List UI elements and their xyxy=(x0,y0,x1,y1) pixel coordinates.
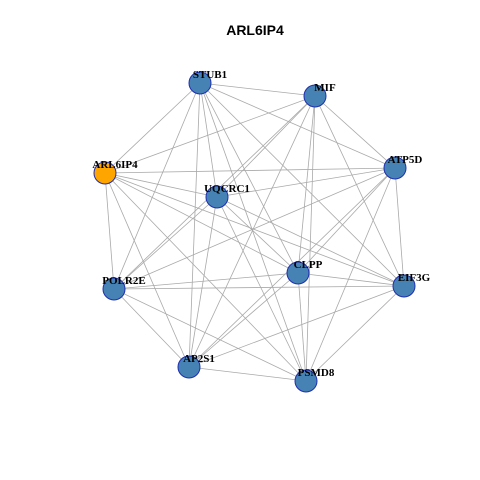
node-mif[interactable]: MIF xyxy=(303,82,336,108)
edge-mif-arl6ip4 xyxy=(104,95,316,174)
edge-arl6ip4-eif3g xyxy=(104,172,405,287)
edge-clpp-polr2e xyxy=(113,272,299,290)
edge-uqcrc1-ap2s1 xyxy=(188,196,218,368)
edge-atp5d-psmd8 xyxy=(305,167,396,382)
node-label: PSMD8 xyxy=(298,367,335,379)
edge-uqcrc1-clpp xyxy=(216,196,299,274)
edge-ap2s1-psmd8 xyxy=(188,366,307,382)
node-atp5d[interactable]: ATP5D xyxy=(383,154,423,180)
edge-uqcrc1-polr2e xyxy=(113,196,218,290)
edge-polr2e-eif3g xyxy=(113,285,405,290)
edge-clpp-psmd8 xyxy=(297,272,307,382)
edge-arl6ip4-uqcrc1 xyxy=(104,172,218,198)
node-label: ARL6IP4 xyxy=(92,159,138,171)
node-ap2s1[interactable]: AP2S1 xyxy=(177,353,215,379)
node-circle[interactable] xyxy=(392,274,416,298)
edge-atp5d-polr2e xyxy=(113,167,396,290)
node-circle[interactable] xyxy=(286,261,310,285)
graph-title: ARL6IP4 xyxy=(226,22,284,38)
edge-stub1-clpp xyxy=(199,82,299,274)
edge-arl6ip4-clpp xyxy=(104,172,299,274)
edge-mif-psmd8 xyxy=(305,95,316,382)
node-label: MIF xyxy=(314,82,336,94)
node-circle[interactable] xyxy=(294,369,318,393)
edge-stub1-ap2s1 xyxy=(188,82,201,368)
node-circle[interactable] xyxy=(383,156,407,180)
node-label: EIF3G xyxy=(398,272,431,284)
edge-polr2e-psmd8 xyxy=(113,288,307,382)
node-uqcrc1[interactable]: UQCRC1 xyxy=(204,183,250,209)
node-circle[interactable] xyxy=(205,185,229,209)
edge-eif3g-ap2s1 xyxy=(188,285,405,368)
edge-mif-clpp xyxy=(297,95,316,274)
edge-atp5d-clpp xyxy=(297,167,396,274)
edge-eif3g-psmd8 xyxy=(305,285,405,382)
edges-layer xyxy=(104,82,405,382)
edge-stub1-mif xyxy=(199,82,316,97)
node-circle[interactable] xyxy=(303,84,327,108)
node-label: CLPP xyxy=(294,259,323,271)
node-label: ATP5D xyxy=(388,154,423,166)
edge-polr2e-ap2s1 xyxy=(113,288,190,368)
node-label: AP2S1 xyxy=(183,353,215,365)
edge-arl6ip4-psmd8 xyxy=(104,172,307,382)
node-circle[interactable] xyxy=(177,355,201,379)
edge-clpp-eif3g xyxy=(297,272,405,287)
edge-mif-uqcrc1 xyxy=(216,95,316,198)
edge-stub1-polr2e xyxy=(113,82,201,290)
node-clpp[interactable]: CLPP xyxy=(286,259,323,285)
node-label: POLR2E xyxy=(102,275,145,287)
edge-mif-ap2s1 xyxy=(188,95,316,368)
edge-stub1-atp5d xyxy=(199,82,396,169)
node-label: UQCRC1 xyxy=(204,183,250,195)
edge-clpp-ap2s1 xyxy=(188,272,299,368)
edge-arl6ip4-ap2s1 xyxy=(104,172,190,368)
edge-arl6ip4-polr2e xyxy=(104,172,115,290)
edge-mif-eif3g xyxy=(314,95,405,287)
node-eif3g[interactable]: EIF3G xyxy=(392,272,431,298)
edge-uqcrc1-psmd8 xyxy=(216,196,307,382)
node-polr2e[interactable]: POLR2E xyxy=(102,275,146,301)
edge-stub1-psmd8 xyxy=(199,82,307,382)
edge-stub1-uqcrc1 xyxy=(199,82,218,198)
edge-atp5d-eif3g xyxy=(394,167,405,287)
node-psmd8[interactable]: PSMD8 xyxy=(294,367,335,393)
node-arl6ip4[interactable]: ARL6IP4 xyxy=(92,159,138,185)
node-circle[interactable] xyxy=(102,277,126,301)
edge-stub1-eif3g xyxy=(199,82,405,287)
edge-atp5d-uqcrc1 xyxy=(216,167,396,198)
node-circle[interactable] xyxy=(188,71,212,95)
edge-mif-atp5d xyxy=(314,95,396,169)
node-circle[interactable] xyxy=(93,161,117,185)
node-stub1[interactable]: STUB1 xyxy=(188,69,227,95)
edge-stub1-arl6ip4 xyxy=(104,82,201,174)
node-label: STUB1 xyxy=(193,69,227,81)
edge-arl6ip4-atp5d xyxy=(104,167,396,174)
edge-uqcrc1-eif3g xyxy=(216,196,405,287)
